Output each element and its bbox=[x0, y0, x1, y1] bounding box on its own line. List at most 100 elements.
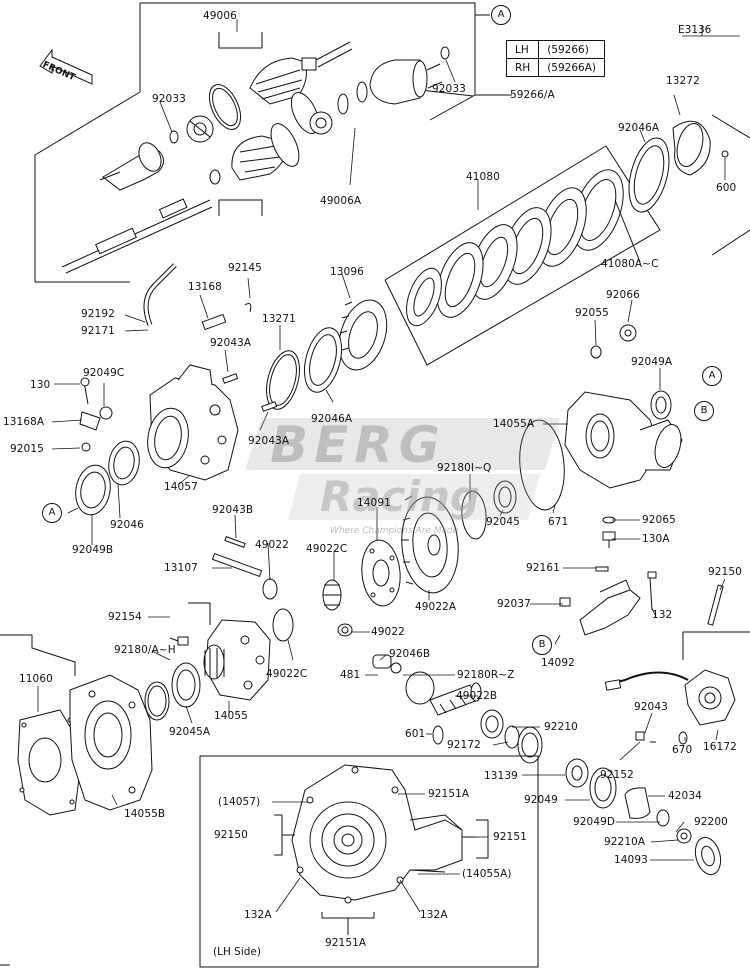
watermark-tagline: Where Champions Are Made bbox=[330, 526, 459, 536]
leader-lines bbox=[37, 19, 740, 913]
watermark-logo bbox=[245, 418, 560, 520]
part-label-92049: 92049 bbox=[524, 794, 558, 806]
part-label-16172: 16172 bbox=[703, 741, 737, 753]
part-label-92043: 92043 bbox=[634, 701, 668, 713]
part-label-92151A-bottom: 92151A bbox=[325, 937, 367, 949]
part-label-92015: 92015 bbox=[10, 443, 44, 455]
part-label-14055A: 14055A bbox=[493, 418, 535, 430]
variant-table: LH (59266) RH (59266A) bbox=[505, 40, 605, 77]
watermark: BERG Racing Where Champions Are Made bbox=[230, 410, 560, 560]
part-label-92145: 92145 bbox=[228, 262, 262, 274]
part-label-14091: 14091 bbox=[357, 497, 391, 509]
part-label-14057-ref: (14057) bbox=[218, 796, 261, 808]
part-label-92171: 92171 bbox=[81, 325, 115, 337]
part-label-92045: 92045 bbox=[486, 516, 520, 528]
part-label-92210A: 92210A bbox=[604, 836, 646, 848]
part-label-92046: 92046 bbox=[110, 519, 144, 531]
part-label-13139: 13139 bbox=[484, 770, 518, 782]
front-housing-14057 bbox=[75, 263, 278, 516]
callout-b-bracket: B bbox=[532, 635, 552, 655]
part-label-92180A-H: 92180/A~H bbox=[114, 644, 176, 656]
part-label-601: 601 bbox=[405, 728, 426, 740]
part-label-92172: 92172 bbox=[447, 739, 481, 751]
callout-a-right: A bbox=[702, 366, 722, 386]
part-label-13107: 13107 bbox=[164, 562, 198, 574]
cv-shaft-assembly bbox=[61, 32, 450, 274]
variant-row-lh: LH (59266) bbox=[505, 40, 605, 59]
part-label-49006: 49006 bbox=[203, 10, 237, 22]
lh-housing-14055B bbox=[0, 634, 153, 966]
part-label-92151: 92151 bbox=[493, 831, 527, 843]
part-label-92210: 92210 bbox=[544, 721, 578, 733]
part-label-11060: 11060 bbox=[19, 673, 53, 685]
part-label-670: 670 bbox=[672, 744, 693, 756]
part-label-132A-right: 132A bbox=[420, 909, 448, 921]
part-label-49022A: 49022A bbox=[415, 601, 457, 613]
part-label-14092: 14092 bbox=[541, 657, 575, 669]
part-label-92043B: 92043B bbox=[212, 504, 254, 516]
part-label-41080A-C: 41080A~C bbox=[601, 258, 659, 270]
part-label-92180R-Z: 92180R~Z bbox=[457, 669, 515, 681]
part-label-49022-top: 49022 bbox=[255, 539, 289, 551]
clutch-plate-stack bbox=[384, 145, 661, 366]
part-label-92161: 92161 bbox=[526, 562, 560, 574]
lh-side-inset bbox=[199, 755, 539, 968]
part-label-92046A-mid: 92046A bbox=[311, 413, 353, 425]
variant-part: (59266A) bbox=[538, 58, 605, 77]
rh-housing-14055A bbox=[461, 324, 683, 548]
part-label-481: 481 bbox=[340, 669, 361, 681]
part-label-14057: 14057 bbox=[164, 481, 198, 493]
part-label-49022C-top: 49022C bbox=[306, 543, 348, 555]
part-label-14093: 14093 bbox=[614, 854, 648, 866]
watermark-line1: BERG bbox=[270, 416, 446, 474]
part-label-41080: 41080 bbox=[466, 171, 500, 183]
part-label-92049A: 92049A bbox=[631, 356, 673, 368]
variant-row-rh: RH (59266A) bbox=[505, 58, 605, 77]
part-label-92045A: 92045A bbox=[169, 726, 211, 738]
pinion-assembly-49022B bbox=[372, 654, 722, 876]
part-label-92049C: 92049C bbox=[83, 367, 125, 379]
variant-part: (59266) bbox=[538, 40, 605, 59]
actuator-16172 bbox=[559, 566, 750, 745]
part-label-92046B: 92046B bbox=[389, 648, 431, 660]
front-arrow-badge bbox=[39, 48, 93, 85]
part-label-14055B: 14055B bbox=[124, 808, 166, 820]
part-label-92180I-Q: 92180I~Q bbox=[437, 462, 492, 474]
callout-a-top: A bbox=[491, 5, 511, 25]
part-label-92043A-mid: 92043A bbox=[248, 435, 290, 447]
part-label-42034: 42034 bbox=[668, 790, 702, 802]
part-label-13096: 13096 bbox=[330, 266, 364, 278]
part-label-92150-right: 92150 bbox=[708, 566, 742, 578]
part-label-130A: 130A bbox=[642, 533, 670, 545]
shaft-group-frame bbox=[34, 2, 512, 283]
part-label-671: 671 bbox=[548, 516, 569, 528]
part-label-49006A: 49006A bbox=[320, 195, 362, 207]
part-label-92151A-top: 92151A bbox=[428, 788, 470, 800]
lh-side-label: (LH Side) bbox=[213, 946, 261, 958]
part-label-13271: 13271 bbox=[262, 313, 296, 325]
part-label-130: 130 bbox=[30, 379, 51, 391]
part-label-13168A: 13168A bbox=[3, 416, 45, 428]
diagram-code: E3136 bbox=[678, 24, 712, 36]
part-label-92033-left: 92033 bbox=[152, 93, 186, 105]
part-label-92043A-top: 92043A bbox=[210, 337, 252, 349]
part-label-92200: 92200 bbox=[694, 816, 728, 828]
part-label-13272: 13272 bbox=[666, 75, 700, 87]
part-label-92154: 92154 bbox=[108, 611, 142, 623]
part-label-132A-left: 132A bbox=[244, 909, 272, 921]
part-label-92065: 92065 bbox=[642, 514, 676, 526]
callout-b-right: B bbox=[694, 401, 714, 421]
part-label-92049B: 92049B bbox=[72, 544, 114, 556]
part-label-600: 600 bbox=[716, 182, 737, 194]
part-label-13168: 13168 bbox=[188, 281, 222, 293]
part-label-92066: 92066 bbox=[606, 289, 640, 301]
part-label-92152: 92152 bbox=[600, 769, 634, 781]
diff-case-14055 bbox=[144, 602, 271, 721]
part-label-14055: 14055 bbox=[214, 710, 248, 722]
callout-a-left: A bbox=[42, 503, 62, 523]
ring-13272 bbox=[628, 114, 750, 256]
part-label-49022-mid: 49022 bbox=[371, 626, 405, 638]
part-label-59266: 59266/A bbox=[510, 89, 555, 101]
part-label-92033-right: 92033 bbox=[432, 83, 466, 95]
